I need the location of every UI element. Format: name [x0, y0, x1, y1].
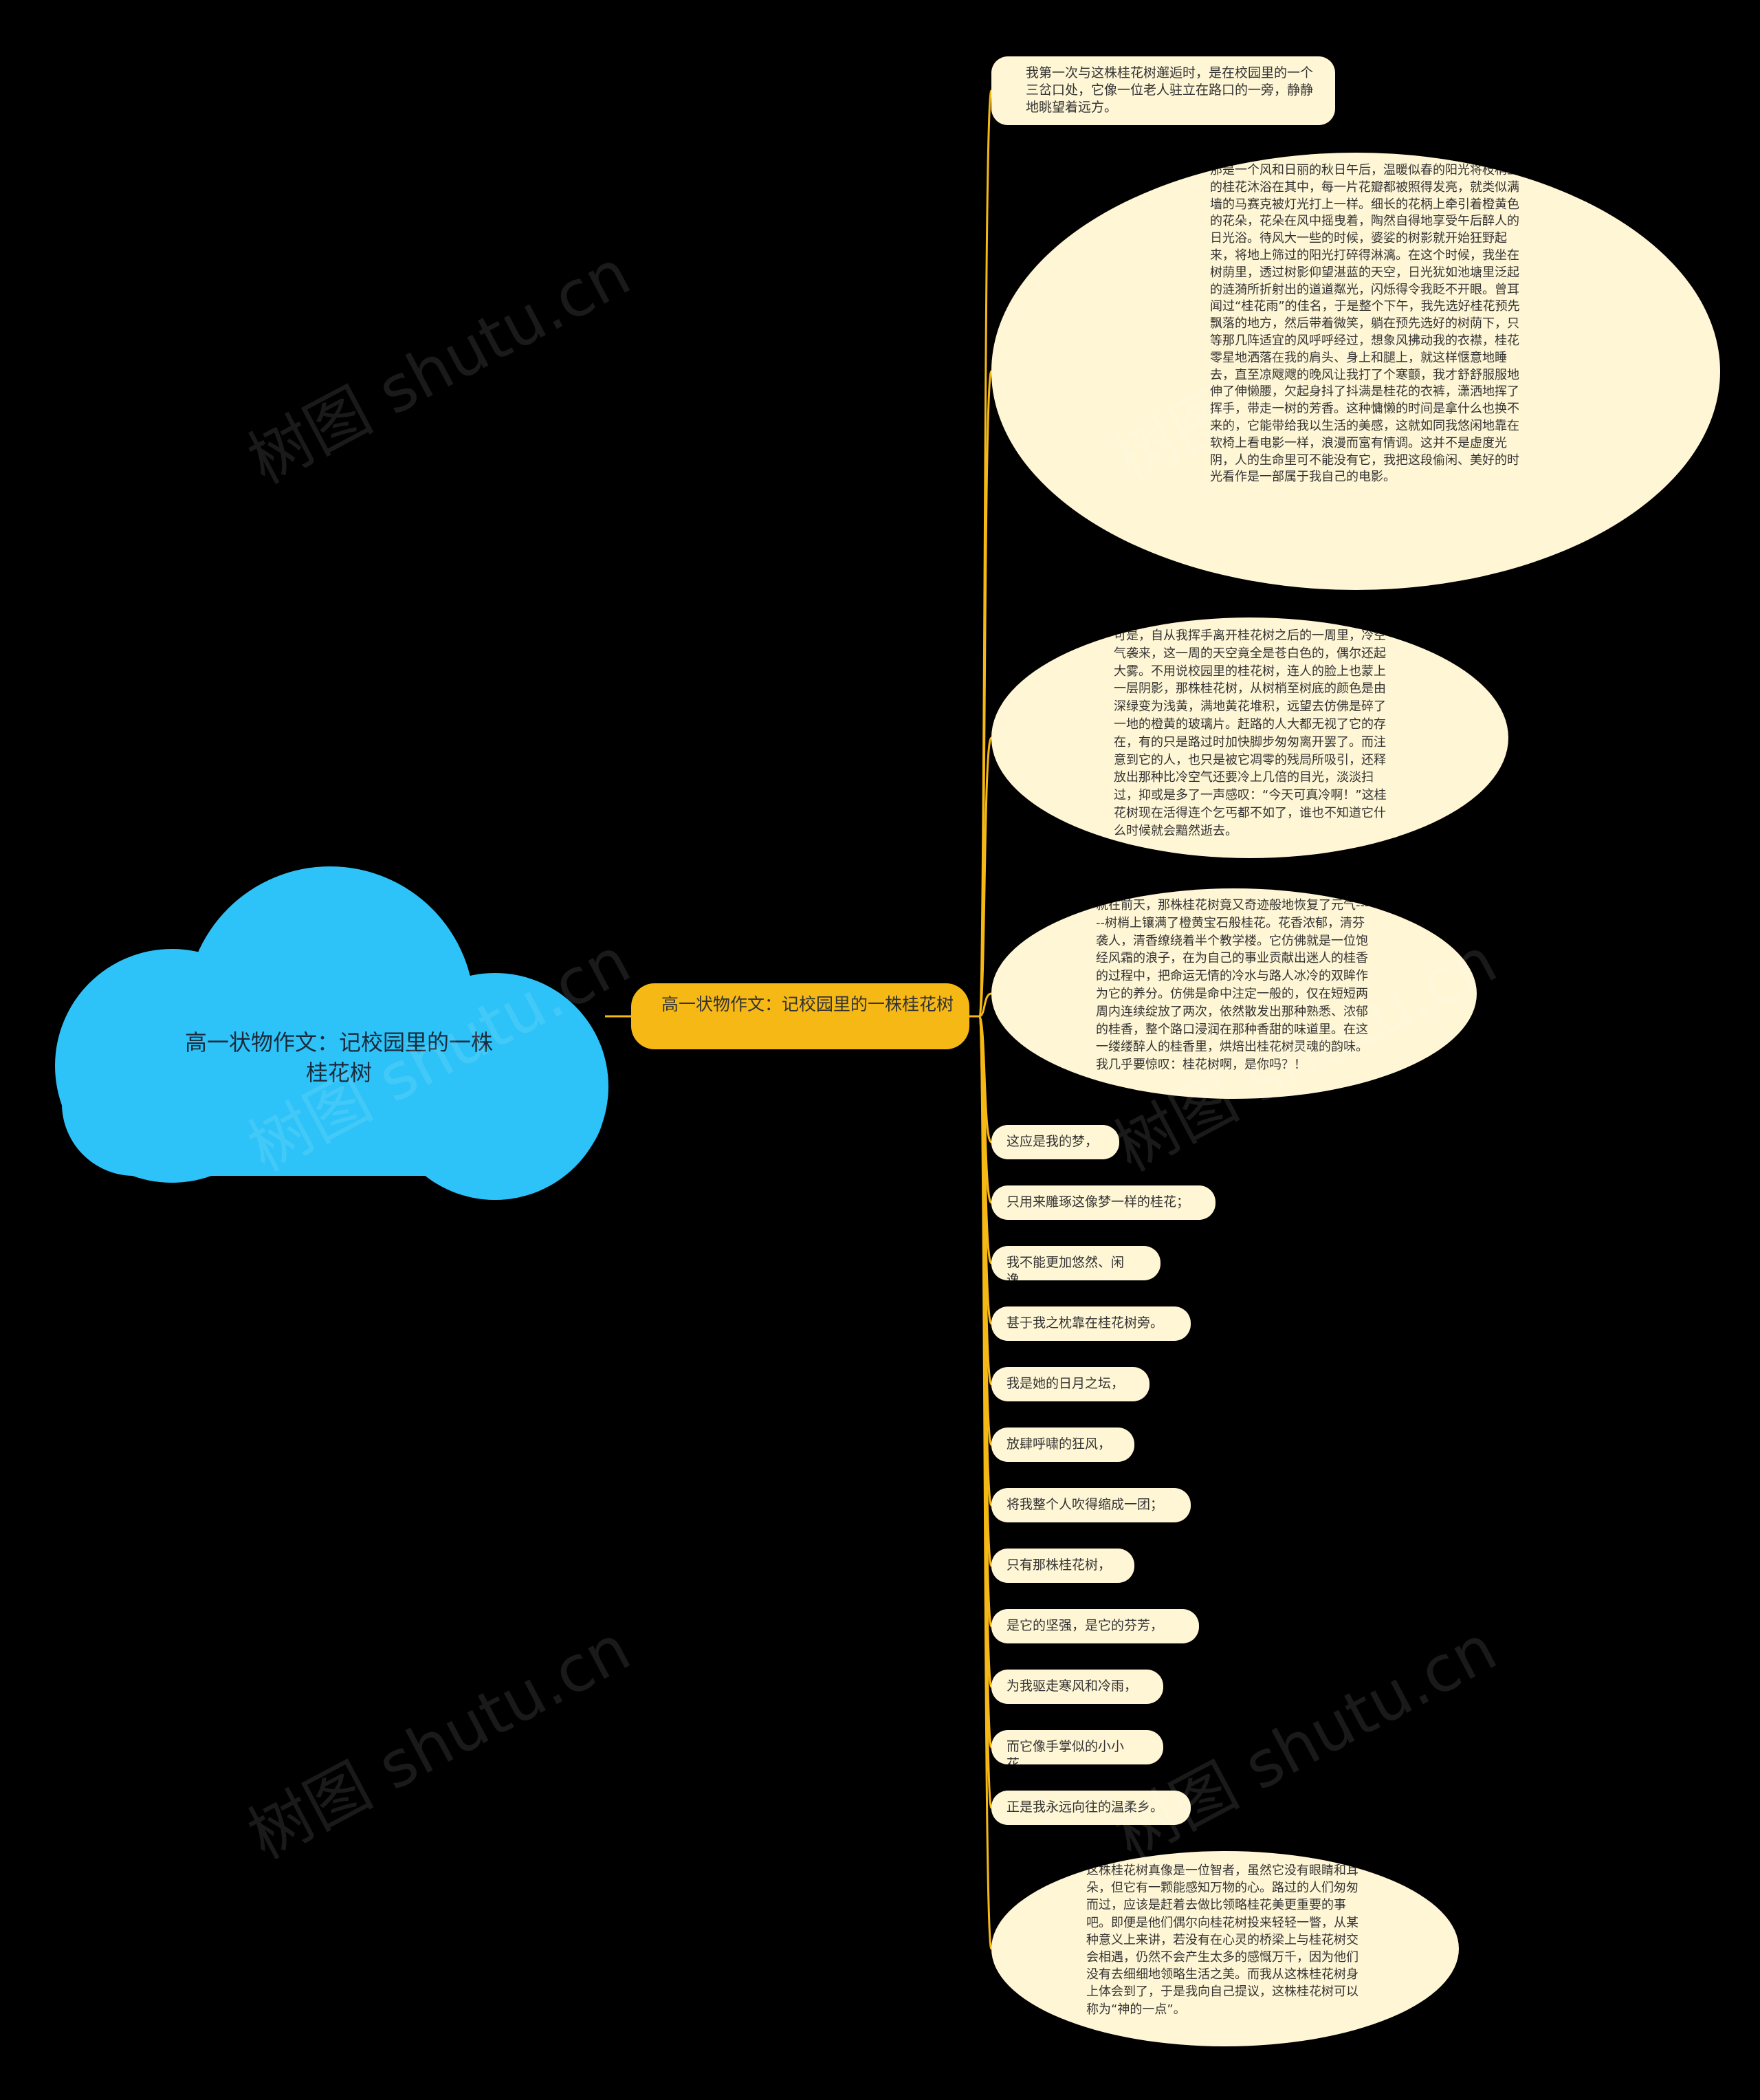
leaf-node-3[interactable]: 可是，自从我挥手离开桂花树之后的一周里，冷空气袭来，这一周的天空竟全是苍白色的，…: [991, 617, 1508, 858]
root-topic-label: 高一状物作文：记校园里的一株桂花树: [184, 1029, 493, 1086]
connector-leaf-3: [969, 736, 993, 1018]
leaf-node-text: 将我整个人吹得缩成一团；: [1006, 1497, 1164, 1512]
leaf-node-text: 放肆呼啸的狂风，: [1006, 1436, 1112, 1452]
leaf-node-text: 就在前天，那株桂花树竟又奇迹般地恢复了元气------树梢上镶满了橙黄宝石般桂花…: [1096, 898, 1374, 1073]
leaf-node-15[interactable]: 而它像手掌似的小小花，: [991, 1730, 1163, 1764]
leaf-node-11[interactable]: 将我整个人吹得缩成一团；: [991, 1488, 1191, 1522]
leaf-node-2[interactable]: 那是一个风和日丽的秋日午后，温暖似春的阳光将枝梢上的桂花沐浴在其中，每一片花瓣都…: [991, 153, 1720, 590]
leaf-node-5[interactable]: 这应是我的梦，: [991, 1125, 1119, 1159]
root-topic[interactable]: 高一状物作文：记校园里的一株桂花树: [184, 1027, 494, 1088]
leaf-node-text: 这应是我的梦，: [1006, 1134, 1099, 1149]
leaf-node-text: 而它像手掌似的小小花，: [1006, 1739, 1125, 1764]
leaf-node-text: 甚于我之枕靠在桂花树旁。: [1006, 1315, 1164, 1331]
leaf-node-14[interactable]: 为我驱走寒风和冷雨，: [991, 1670, 1163, 1704]
leaf-node-text: 只用来雕琢这像梦一样的桂花；: [1006, 1194, 1190, 1210]
leaf-node-text: 可是，自从我挥手离开桂花树之后的一周里，冷空气袭来，这一周的天空竟全是苍白色的，…: [1114, 628, 1387, 838]
leaf-node-text: 我是她的日月之坛，: [1006, 1376, 1125, 1391]
branch-topic-label: 高一状物作文：记校园里的一株桂花树: [661, 994, 954, 1014]
leaf-node-text: 只有那株桂花树，: [1006, 1557, 1112, 1573]
leaf-node-12[interactable]: 只有那株桂花树，: [991, 1549, 1134, 1583]
leaf-node-text: 这株桂花树真像是一位智者，虽然它没有眼睛和耳朵，但它有一颗能感知万物的心。路过的…: [1086, 1863, 1358, 2017]
leaf-node-10[interactable]: 放肆呼啸的狂风，: [991, 1428, 1134, 1462]
leaf-node-9[interactable]: 我是她的日月之坛，: [991, 1367, 1150, 1401]
leaf-node-6[interactable]: 只用来雕琢这像梦一样的桂花；: [991, 1185, 1216, 1220]
leaf-node-13[interactable]: 是它的坚强，是它的芬芳，: [991, 1609, 1199, 1643]
leaf-node-text: 我不能更加悠然、闲逸，: [1006, 1255, 1125, 1280]
leaf-node-4[interactable]: 就在前天，那株桂花树竟又奇迹般地恢复了元气------树梢上镶满了橙黄宝石般桂花…: [991, 888, 1477, 1099]
branch-topic[interactable]: 高一状物作文：记校园里的一株桂花树: [631, 983, 969, 1049]
leaf-node-7[interactable]: 我不能更加悠然、闲逸，: [991, 1246, 1160, 1280]
leaf-node-16[interactable]: 正是我永远向往的温柔乡。: [991, 1791, 1191, 1825]
leaf-node-text: 是它的坚强，是它的芬芳，: [1006, 1618, 1164, 1633]
leaf-node-text: 正是我永远向往的温柔乡。: [1006, 1800, 1164, 1815]
leaf-node-17[interactable]: 这株桂花树真像是一位智者，虽然它没有眼睛和耳朵，但它有一颗能感知万物的心。路过的…: [991, 1851, 1459, 2046]
leaf-node-8[interactable]: 甚于我之枕靠在桂花树旁。: [991, 1306, 1191, 1341]
leaf-node-text: 那是一个风和日丽的秋日午后，温暖似春的阳光将枝梢上的桂花沐浴在其中，每一片花瓣都…: [1210, 163, 1520, 485]
leaf-node-text: 为我驱走寒风和冷雨，: [1006, 1678, 1138, 1694]
leaf-node-text: 我第一次与这株桂花树邂逅时，是在校园里的一个三岔口处，它像一位老人驻立在路口的一…: [1026, 65, 1314, 115]
connector-leaf-17: [969, 1015, 993, 1950]
leaf-node-1[interactable]: 我第一次与这株桂花树邂逅时，是在校园里的一个三岔口处，它像一位老人驻立在路口的一…: [991, 56, 1335, 125]
